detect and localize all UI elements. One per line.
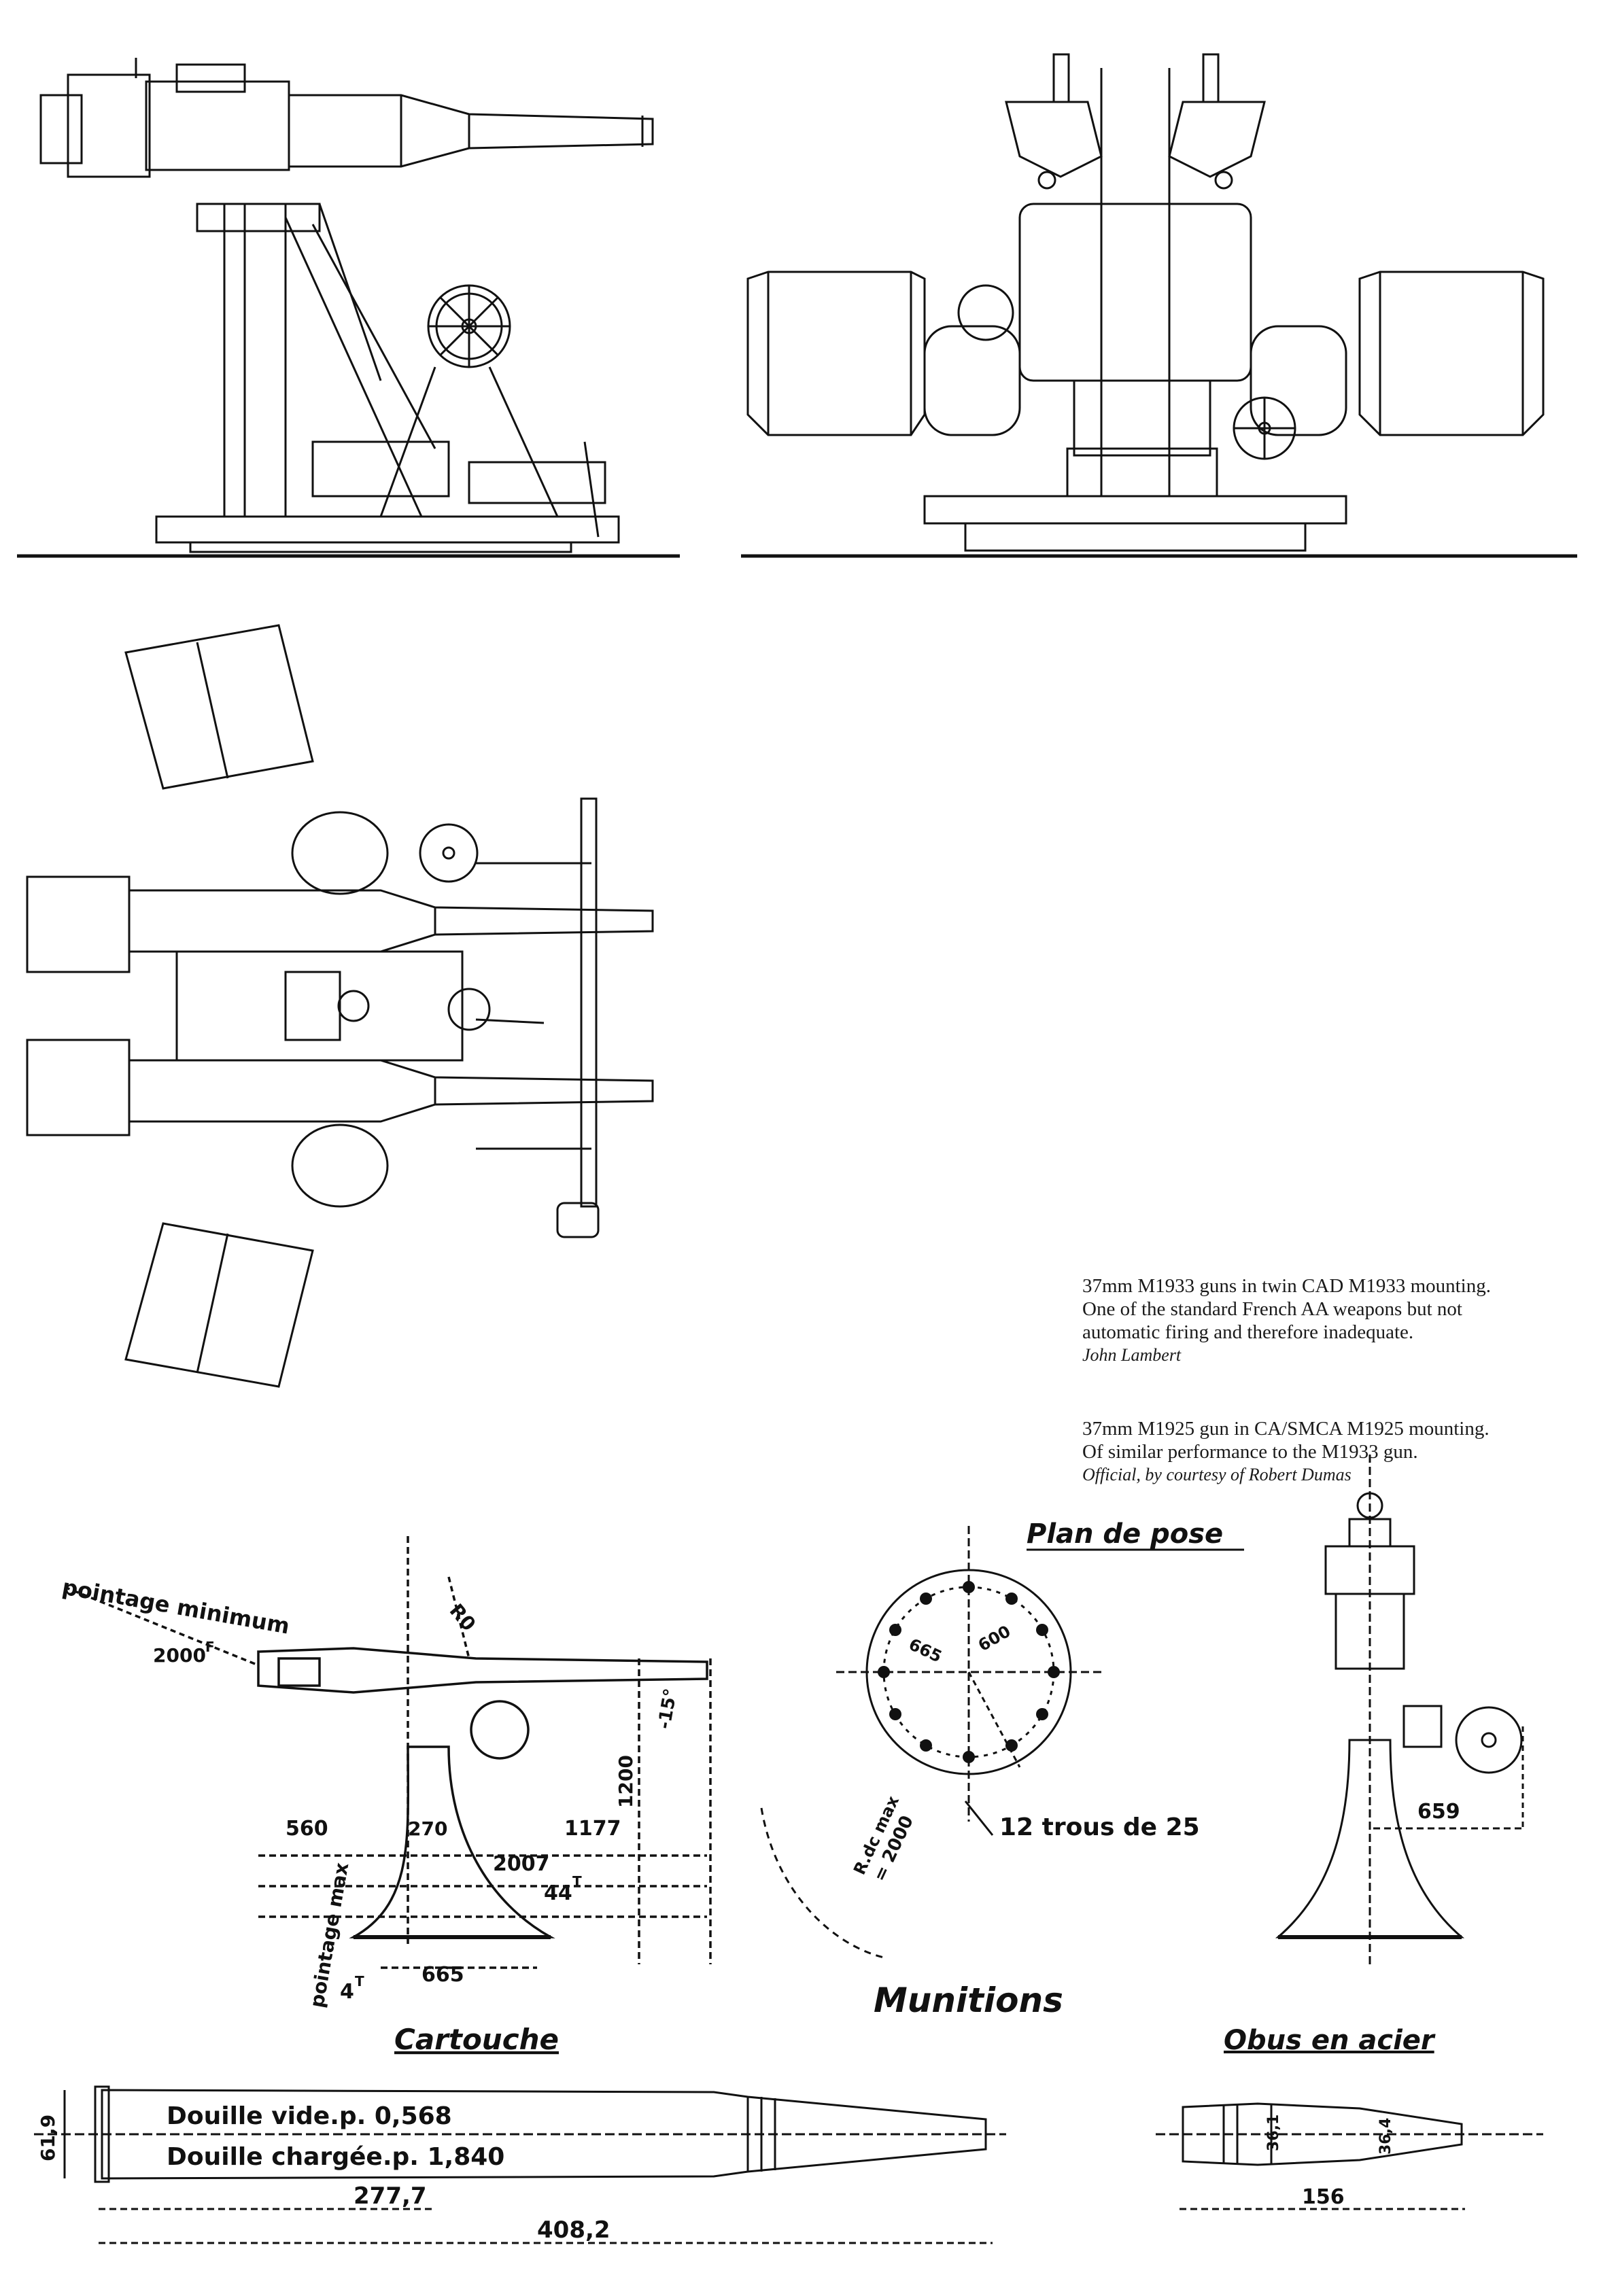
label-dim-1177: 1177 bbox=[564, 1817, 621, 1841]
caption-1-line-3: automatic firing and therefore inadequat… bbox=[1082, 1321, 1414, 1343]
end-view-sketch bbox=[1275, 1455, 1524, 1964]
label-weight-4: 4 bbox=[340, 1980, 354, 2004]
caption-block-second: 37mm M1925 gun in CA/SMCA M1925 mounting… bbox=[1082, 1417, 1579, 1486]
plan-view bbox=[26, 624, 654, 1388]
label-weight-4-sup: T bbox=[355, 1973, 364, 1989]
label-pointage-minimum: pointage minimum bbox=[61, 1573, 292, 1639]
caption-block: 37mm M1933 guns in twin CAD M1933 mounti… bbox=[1082, 1274, 1579, 1367]
plan-de-pose-diagram bbox=[760, 1526, 1244, 1959]
obus-steel-shell-drawing bbox=[1156, 2102, 1543, 2210]
label-dim-1200: 1200 bbox=[615, 1755, 637, 1808]
label-elevation-2000-sup: F bbox=[205, 1639, 215, 1655]
label-elevation-2000: 2000 bbox=[153, 1644, 206, 1667]
label-hole-600: 600 bbox=[975, 1622, 1014, 1655]
label-dim-659: 659 bbox=[1417, 1800, 1460, 1824]
label-12-holes: 12 trous de 25 bbox=[999, 1813, 1200, 1841]
caption-2-line-2: Of similar performance to the M1933 gun. bbox=[1082, 1441, 1418, 1463]
caption-1-line-1: 37mm M1933 guns in twin CAD M1933 mounti… bbox=[1082, 1275, 1491, 1297]
label-cartouche: Cartouche bbox=[394, 2023, 559, 2056]
label-r0: R0 bbox=[445, 1599, 481, 1635]
label-dim-277-7: 277,7 bbox=[354, 2182, 427, 2210]
label-dim-270: 270 bbox=[408, 1817, 447, 1840]
label-munitions: Munitions bbox=[874, 1981, 1063, 2020]
label-douille-vide: Douille vide.p. 0,568 bbox=[167, 2102, 452, 2130]
label-weight-44: 44 bbox=[544, 1881, 572, 1905]
label-dim-36-4: 36,4 bbox=[1377, 2118, 1394, 2155]
label-angle-minus-15: -15° bbox=[654, 1687, 681, 1730]
label-dim-2007: 2007 bbox=[493, 1852, 550, 1876]
label-dim-156: 156 bbox=[1302, 2185, 1345, 2209]
caption-2-credit: Official, by courtesy of Robert Dumas bbox=[1082, 1465, 1352, 1484]
drawing-labels: pointage minimum 2000 F R0 -15° 1200 560… bbox=[37, 1518, 1460, 2244]
front-elevation-view bbox=[741, 53, 1577, 558]
label-plan-de-pose: Plan de pose bbox=[1027, 1518, 1223, 1550]
caption-1-credit: John Lambert bbox=[1082, 1345, 1182, 1365]
label-douille-chargee: Douille chargée.p. 1,840 bbox=[167, 2143, 504, 2171]
label-dim-61-9: 61,9 bbox=[37, 2115, 59, 2161]
label-dim-408-2: 408,2 bbox=[537, 2216, 610, 2244]
dimensioned-side-sketch bbox=[64, 1536, 712, 1969]
side-elevation-view bbox=[17, 58, 680, 558]
caption-1-line-2: One of the standard French AA weapons bu… bbox=[1082, 1298, 1462, 1320]
label-dim-665: 665 bbox=[421, 1963, 464, 1987]
label-hole-665: 665 bbox=[906, 1635, 944, 1667]
label-obus-en-acier: Obus en acier bbox=[1224, 2025, 1436, 2056]
label-dim-560: 560 bbox=[286, 1817, 328, 1841]
label-dim-36-1: 36,1 bbox=[1265, 2115, 1282, 2151]
label-weight-44-sup: T bbox=[572, 1873, 582, 1890]
caption-2-line-1: 37mm M1925 gun in CA/SMCA M1925 mounting… bbox=[1082, 1418, 1490, 1440]
cartouche-cartridge-drawing bbox=[34, 2085, 1006, 2244]
